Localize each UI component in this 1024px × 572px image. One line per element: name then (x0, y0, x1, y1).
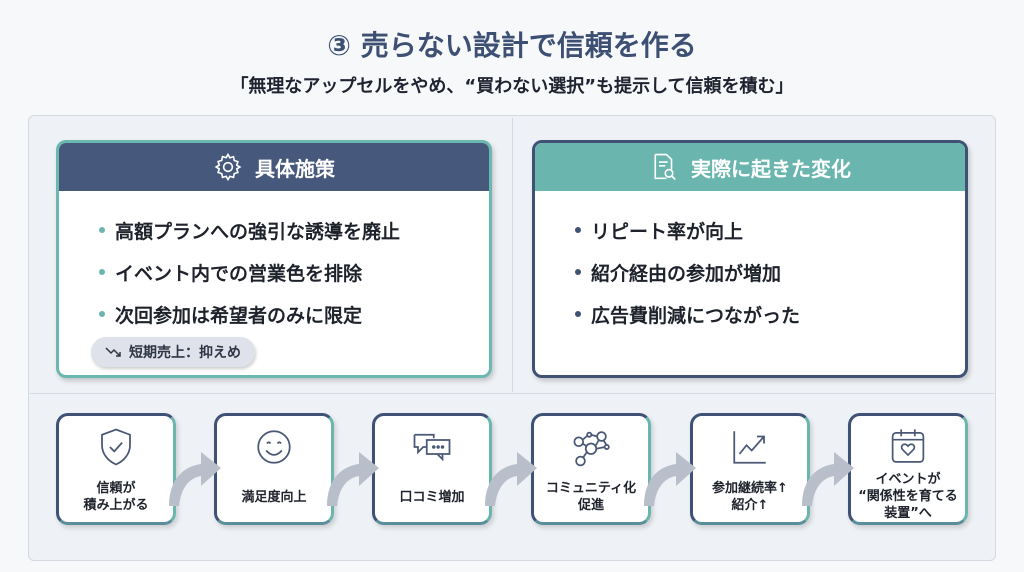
changes-card: 実際に起きた変化 リピート率が向上 紹介経由の参加が増加 広告費削減につながった (532, 140, 968, 378)
flow-step-relationship: イベントが “関係性を育てる 装置”へ (848, 413, 968, 525)
badge-label: 短期売上：抑えめ (129, 345, 241, 361)
list-item: 紹介経由の参加が増加 (575, 251, 965, 293)
flow-step-label: 口コミ増加 (399, 489, 465, 505)
gear-icon (214, 152, 242, 182)
calendar-heart-icon (891, 429, 925, 463)
list-item: リピート率が向上 (575, 209, 965, 251)
flow-step-satisfaction: 満足度向上 (214, 413, 334, 525)
flow-step-community: コミュニティ化 促進 (531, 413, 651, 525)
list-item: 広告費削減につながった (575, 293, 965, 335)
flow-arrow-icon (802, 452, 854, 506)
trend-down-icon (105, 347, 121, 357)
growth-chart-icon (733, 431, 766, 464)
page-title: ③ 売らない設計で信頼を作る (327, 29, 697, 62)
bullet-icon (575, 269, 581, 275)
list-item: 高額プランへの強引な誘導を廃止 (99, 209, 489, 251)
flow-arrow-icon (644, 452, 696, 506)
list-item-text: 広告費削減につながった (591, 304, 801, 327)
flow-step-label: イベントが “関係性を育てる 装置”へ (858, 472, 958, 521)
measures-header: 具体施策 (59, 143, 489, 191)
bullet-icon (99, 311, 105, 317)
document-search-icon (654, 153, 676, 181)
flow-arrow-icon (169, 452, 221, 506)
flow-step-label: 参加継続率↑ 紹介↑ (712, 481, 788, 513)
short-term-sales-badge: 短期売上：抑えめ (91, 337, 255, 367)
flow-arrow-icon (485, 452, 537, 506)
list-item-text: イベント内での営業色を排除 (115, 262, 363, 285)
flow-step-label: コミュニティ化 促進 (545, 481, 637, 513)
flow-step-retention: 参加継続率↑ 紹介↑ (690, 413, 810, 525)
divider-vertical (512, 118, 513, 392)
bullet-icon (575, 227, 581, 233)
bullet-icon (99, 227, 105, 233)
network-people-icon (573, 431, 610, 467)
smile-icon (257, 430, 291, 464)
measures-card: 具体施策 高額プランへの強引な誘導を廃止 イベント内での営業色を排除 次回参加は… (56, 140, 492, 378)
flow-step-word-of-mouth: 口コミ増加 (372, 413, 492, 525)
list-item-text: 高額プランへの強引な誘導を廃止 (115, 220, 401, 243)
list-item-text: リピート率が向上 (591, 220, 744, 243)
flow-arrow-icon (327, 452, 379, 506)
list-item: イベント内での営業色を排除 (99, 251, 489, 293)
page-subtitle: 「無理なアップセルをやめ、“買わない選択”も提示して信頼を積む」 (230, 76, 794, 97)
flow-step-label: 満足度向上 (241, 489, 307, 505)
bullet-icon (575, 311, 581, 317)
bullet-icon (99, 269, 105, 275)
shield-check-icon (101, 428, 131, 466)
changes-heading: 実際に起きた変化 (691, 156, 851, 181)
chat-bubbles-icon (413, 433, 451, 462)
measures-heading: 具体施策 (255, 156, 335, 181)
list-item-text: 紹介経由の参加が増加 (591, 262, 782, 285)
flow-step-trust: 信頼が 積み上がる (56, 413, 176, 525)
list-item: 次回参加は希望者のみに限定 (99, 293, 489, 335)
list-item-text: 次回参加は希望者のみに限定 (115, 304, 363, 327)
changes-header: 実際に起きた変化 (535, 143, 965, 191)
divider-horizontal (30, 393, 994, 394)
flow-step-label: 信頼が 積み上がる (83, 481, 149, 513)
